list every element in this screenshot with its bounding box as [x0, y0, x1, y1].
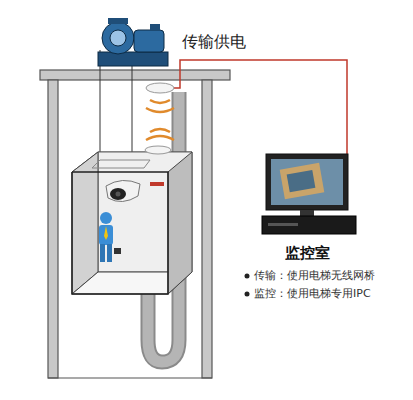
shaft-post	[202, 80, 212, 378]
elevator-car	[72, 146, 192, 294]
power-line	[172, 60, 347, 158]
wireless-bridge	[146, 83, 174, 140]
shaft-floor	[48, 377, 212, 378]
traction-motor	[98, 18, 168, 66]
node-caption: 监控室	[252, 244, 362, 263]
monitor-nvr-icon	[252, 150, 362, 240]
shaft-beam	[40, 70, 230, 80]
dome-camera	[106, 180, 140, 201]
bullet-dot	[245, 274, 250, 279]
annotation-label: 传输供电	[182, 32, 246, 53]
person-figure	[99, 212, 121, 262]
hoist-rope	[132, 55, 133, 155]
annotation-label: 传输：使用电梯无线网桥	[254, 268, 375, 283]
monitoring-room: 监控室	[252, 150, 362, 263]
shaft-post	[48, 80, 58, 378]
annotation-label: 监控：使用电梯专用IPC	[254, 286, 371, 301]
bullet-dot	[245, 292, 250, 297]
